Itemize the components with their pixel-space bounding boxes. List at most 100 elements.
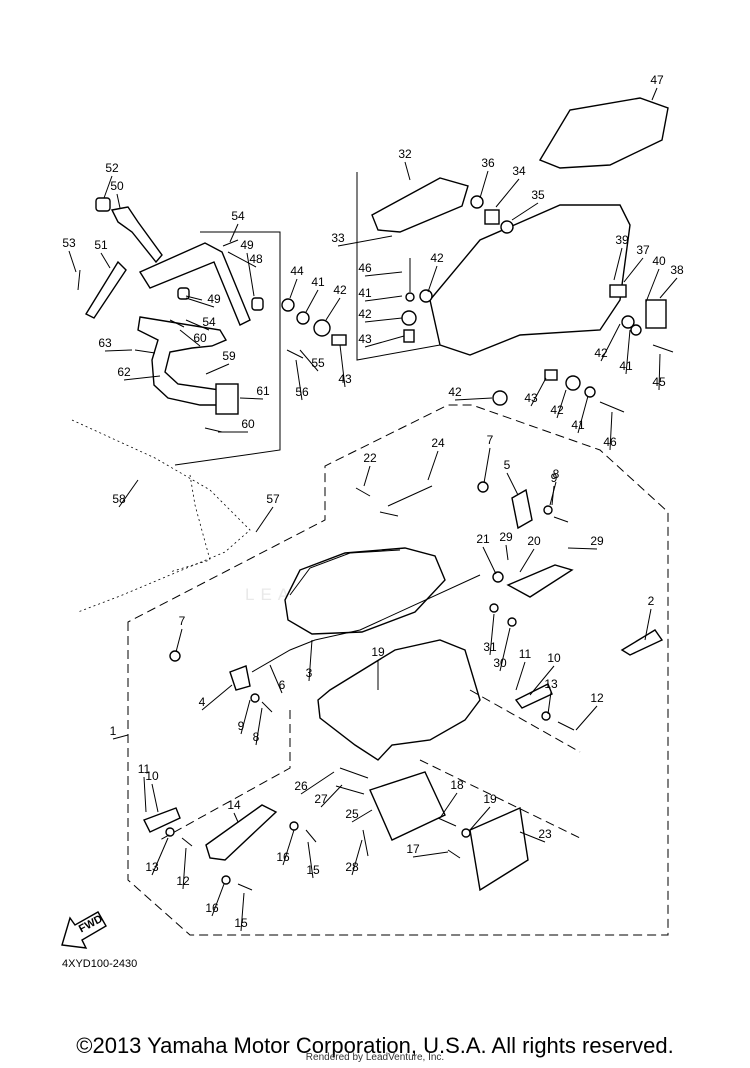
part-59-rail: [137, 316, 228, 406]
leader-line-7: [175, 628, 183, 653]
leader-line-49: [246, 252, 255, 297]
callout-1: 1: [110, 724, 117, 738]
callout-42: 42: [448, 385, 462, 399]
callout-18: 18: [450, 778, 464, 792]
leader-line-41: [305, 289, 319, 313]
leader-line-41: [364, 295, 403, 302]
part-6-cable: [251, 574, 481, 673]
part-44-spacer: [281, 298, 295, 312]
leader-line-48: [227, 251, 257, 268]
callout-19: 19: [371, 645, 385, 659]
leader-line-33: [337, 235, 393, 247]
leader-line-43: [339, 344, 346, 388]
leader-line-52: [103, 175, 113, 199]
leader-line-31: [489, 613, 495, 656]
leader-line-13: [547, 691, 552, 715]
leader-line-26: [300, 771, 335, 795]
callout-35: 35: [531, 188, 545, 202]
leader-line-4: [201, 684, 233, 711]
callout-48: 48: [249, 252, 263, 266]
part-48-arm: [138, 242, 251, 326]
leader-line-9: [240, 699, 251, 735]
part-38-plate: [645, 299, 667, 329]
callout-51: 51: [94, 238, 108, 252]
callout-41: 41: [311, 275, 325, 289]
part-25-backplate: [369, 771, 446, 841]
leader-line-23: [519, 831, 546, 843]
leader-line-27: [320, 784, 343, 808]
leader-line-54: [229, 223, 239, 243]
callout-42: 42: [550, 403, 564, 417]
leader-line-61: [239, 397, 264, 400]
leader-line-11: [515, 661, 526, 691]
callout-7: 7: [487, 433, 494, 447]
leader-line-39: [613, 247, 623, 281]
part-47-pad: [538, 97, 669, 169]
part-23-rail: [469, 806, 529, 892]
callout-54: 54: [231, 209, 245, 223]
leader-line-16: [211, 883, 225, 917]
part-39-hinge: [609, 284, 627, 298]
callout-15: 15: [234, 916, 248, 930]
part-52-cap: [95, 197, 111, 212]
part-49-collar-b: [177, 287, 190, 300]
leader-line-42: [325, 297, 341, 321]
leader-line-42: [364, 317, 403, 323]
callout-46: 46: [603, 435, 617, 449]
callout-36: 36: [481, 156, 495, 170]
leader-line-12: [182, 847, 187, 890]
assembly-boundary: [127, 404, 669, 936]
leader-line-42: [454, 397, 493, 401]
callout-10: 10: [145, 769, 159, 783]
part-4-latch: [229, 665, 251, 691]
callout-10: 10: [547, 651, 561, 665]
callout-13: 13: [145, 860, 159, 874]
leader-line-20: [519, 548, 535, 573]
callout-6: 6: [279, 678, 286, 692]
leader-line-38: [659, 277, 678, 299]
leader-line-16: [282, 829, 295, 866]
leader-line-50: [116, 193, 121, 209]
part-50-bracket: [110, 206, 163, 264]
callout-59: 59: [222, 349, 236, 363]
part-3-lid-gasket: [284, 547, 446, 635]
rendered-by-note: Rendered by LeadVenture, Inc.: [305, 1052, 445, 1063]
part-49-collar: [251, 297, 264, 311]
leader-line-35: [511, 202, 539, 221]
leader-line-45: [658, 353, 661, 391]
part-61-block: [215, 383, 239, 415]
callout-26: 26: [294, 779, 308, 793]
leader-line-54: [185, 319, 210, 331]
leader-line-29: [567, 547, 598, 550]
saddlebag-body-group: [143, 481, 664, 892]
callout-29: 29: [499, 530, 513, 544]
callout-40: 40: [652, 254, 666, 268]
callout-9: 9: [238, 719, 245, 733]
callout-24: 24: [431, 436, 445, 450]
callout-54: 54: [202, 315, 216, 329]
part-36-knob: [470, 195, 484, 209]
leader-line-62: [123, 375, 161, 381]
leader-line-49: [185, 297, 215, 308]
callout-27: 27: [314, 792, 328, 806]
callout-11: 11: [519, 647, 532, 661]
part-10-clip-b: [143, 807, 181, 833]
leader-line-59: [205, 363, 230, 375]
callout-5: 5: [504, 458, 511, 472]
leader-line-18: [439, 792, 458, 819]
callout-16: 16: [205, 901, 219, 915]
part-14-bracket: [205, 804, 278, 861]
callout-12: 12: [590, 691, 604, 705]
callout-50: 50: [110, 179, 124, 193]
callout-41: 41: [619, 359, 633, 373]
callout-55: 55: [311, 356, 325, 370]
guard-bar-group: [71, 197, 347, 613]
leader-line-56: [295, 359, 303, 401]
part-34-latch: [484, 209, 500, 225]
leader-line-28: [351, 839, 363, 876]
callout-42: 42: [430, 251, 444, 265]
part-19-case: [317, 639, 481, 761]
callout-62: 62: [117, 365, 131, 379]
callout-37: 37: [636, 243, 650, 257]
callout-8: 8: [253, 730, 260, 744]
